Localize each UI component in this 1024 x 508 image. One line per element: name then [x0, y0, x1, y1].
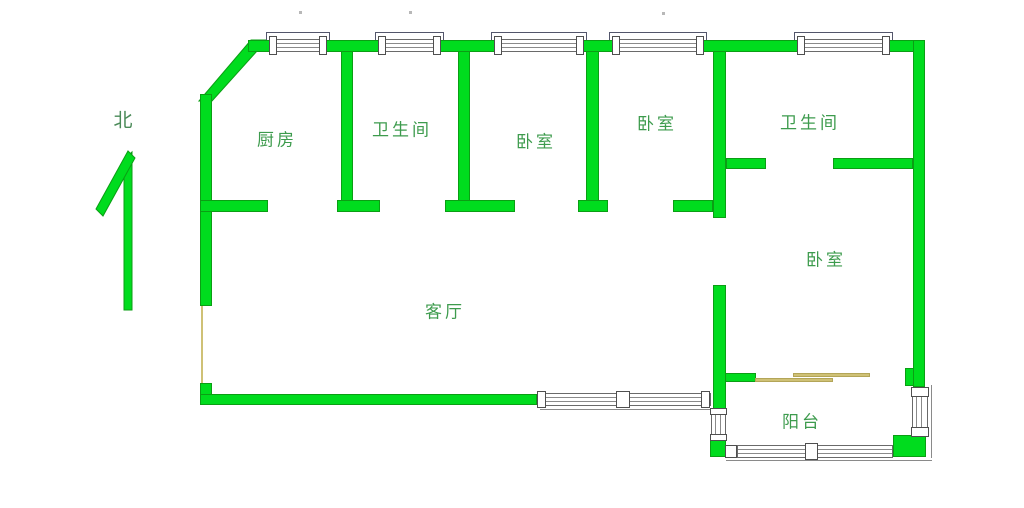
speck — [299, 11, 302, 14]
room-label-living-room: 客厅 — [425, 302, 465, 322]
window-post — [612, 36, 620, 55]
window-post — [882, 36, 890, 55]
window-post — [494, 36, 502, 55]
wall-balcony-door-stub — [725, 373, 756, 382]
window-outer-3 — [491, 32, 587, 40]
wall-bottom-living — [200, 394, 537, 405]
wall-mid-seg2 — [673, 200, 713, 212]
room-label-balcony: 阳台 — [782, 412, 822, 432]
wall-mid-seg1 — [200, 200, 268, 212]
room-label-bedroom-a: 卧室 — [516, 132, 556, 152]
window-cap — [710, 434, 727, 441]
north-arrow-barb — [95, 150, 136, 217]
sliding-door-panel-2 — [755, 378, 833, 382]
sliding-door-panel-1 — [793, 373, 870, 377]
window-post — [616, 391, 630, 408]
wall-right-pier — [905, 368, 914, 386]
balcony-outer-line-right — [931, 385, 932, 458]
window-outer-2 — [375, 32, 444, 40]
window-cap — [911, 387, 929, 397]
window-post — [805, 443, 818, 460]
window-top-2 — [378, 39, 441, 52]
window-cap — [710, 408, 727, 415]
window-outer-5 — [794, 32, 893, 40]
compass-north-label: 北 — [113, 110, 133, 132]
window-post — [378, 36, 386, 55]
balcony-sill-line — [726, 460, 932, 461]
wall-mid-foot-kitchen — [337, 200, 380, 212]
room-label-bath-left: 卫生间 — [372, 120, 432, 140]
window-post — [319, 36, 327, 55]
window-top-4 — [612, 39, 704, 52]
wall-bedroomA-bedroomB — [586, 51, 599, 212]
entry-door-leaf — [201, 306, 203, 383]
wall-kitchen-bath — [341, 51, 353, 212]
wall-bath-bedroomA — [458, 51, 470, 212]
window-outer-4 — [609, 32, 707, 40]
window-cap — [911, 427, 929, 437]
speck — [662, 12, 665, 15]
window-top-3 — [494, 39, 584, 52]
wall-bedroomB-bathR-upper — [713, 51, 726, 218]
room-label-bedroom-b: 卧室 — [637, 114, 677, 134]
window-outer-1 — [266, 32, 330, 40]
window-post — [269, 36, 277, 55]
wall-mid-foot-bedroomA — [578, 200, 608, 212]
window-post — [576, 36, 584, 55]
wall-mid-foot-bath — [445, 200, 515, 212]
room-label-bath-right: 卫生间 — [780, 113, 840, 133]
wall-balcony-left-corner — [710, 440, 726, 457]
window-cap — [725, 445, 737, 458]
wall-right — [913, 40, 925, 387]
wall-bathR-bottom-left — [726, 158, 766, 169]
wall-balcony-right-corner — [893, 435, 926, 457]
window-post — [696, 36, 704, 55]
window-sill-line — [540, 409, 712, 410]
window-post — [797, 36, 805, 55]
window-post — [433, 36, 441, 55]
wall-bathR-bottom-right — [833, 158, 913, 169]
window-post — [537, 391, 546, 408]
room-label-bedroom-right: 卧室 — [806, 250, 846, 270]
window-top-5 — [797, 39, 890, 52]
speck — [409, 11, 412, 14]
room-label-kitchen: 厨房 — [257, 130, 297, 150]
wall-bedroomR-living-lower — [713, 285, 726, 410]
window-post — [701, 391, 710, 408]
